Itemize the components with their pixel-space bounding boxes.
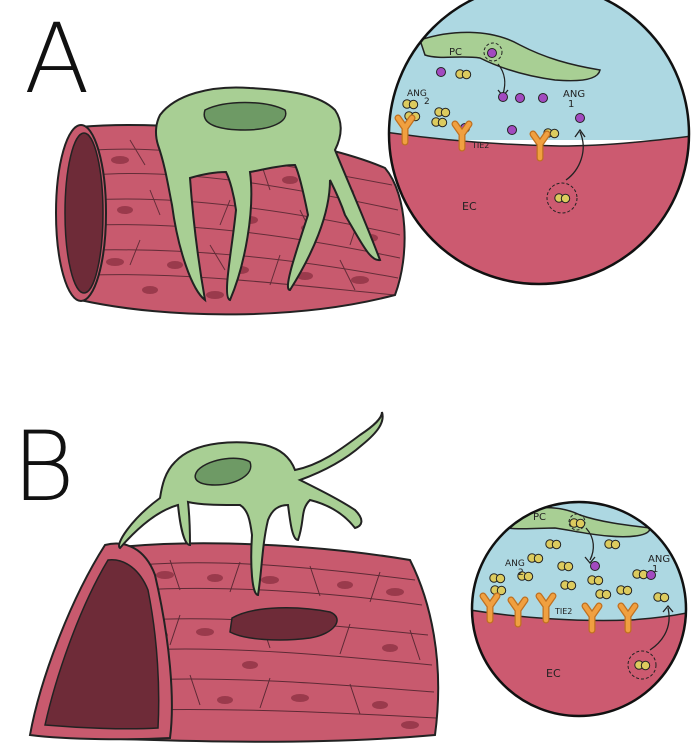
inset-b-ang1-number: 1 <box>652 564 658 575</box>
inset-b: PC ANG 2 ANG 1 TIE2 EC <box>470 500 692 720</box>
panel-a: A <box>24 0 692 314</box>
inset-a-ec-label: EC <box>462 200 477 213</box>
inset-a: PC ANG 2 ANG 1 TIE2 EC <box>385 0 692 300</box>
panel-b: B <box>12 411 692 742</box>
inset-b-tie2-label: TIE2 <box>554 607 572 616</box>
inset-b-ec-label: EC <box>546 667 561 680</box>
inset-a-ang2-number: 2 <box>424 97 430 107</box>
vessel-b <box>30 543 438 741</box>
inset-b-pc-label: PC <box>533 512 546 523</box>
inset-a-ang1-number: 1 <box>568 99 574 110</box>
panel-a-letter: A <box>24 3 90 115</box>
inset-b-ang2-number: 2 <box>518 568 524 578</box>
panel-b-letter: B <box>12 411 75 523</box>
inset-a-tie2-label: TIE2 <box>471 141 489 150</box>
inset-a-pc-label: PC <box>449 47 462 58</box>
